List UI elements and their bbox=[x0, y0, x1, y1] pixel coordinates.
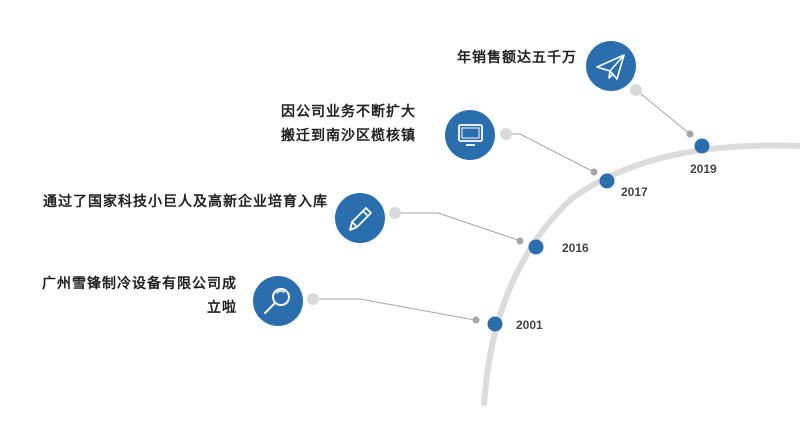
milestone-2001: 2001 bbox=[253, 276, 543, 332]
milestone-2019: 2019 bbox=[586, 41, 717, 176]
connector-end-dot bbox=[472, 316, 480, 324]
timeline-node bbox=[487, 316, 503, 332]
description-line: 年销售额达五千万 bbox=[457, 50, 577, 66]
milestone-2016-description: 通过了国家科技小巨人及高新企业培育入库 bbox=[43, 190, 328, 214]
icon-badge bbox=[253, 276, 303, 326]
year-label: 2019 bbox=[690, 162, 717, 176]
connector-line bbox=[506, 133, 593, 172]
icon-endpoint-dot bbox=[500, 128, 512, 140]
milestone-2017-description: 因公司业务不断扩大 搬迁到南沙区榄核镇 bbox=[281, 100, 416, 148]
connector-end-dot bbox=[590, 168, 598, 176]
icon-endpoint-dot bbox=[389, 207, 401, 219]
milestone-2001-description: 广州雪锋制冷设备有限公司成 立啦 bbox=[42, 272, 237, 320]
year-label: 2016 bbox=[562, 241, 589, 255]
year-label: 2017 bbox=[621, 185, 648, 199]
milestone-2017: 2017 bbox=[445, 110, 648, 199]
monitor-icon bbox=[458, 124, 483, 146]
pencil-icon bbox=[349, 207, 372, 231]
description-line: 立啦 bbox=[207, 300, 237, 316]
description-line: 广州雪锋制冷设备有限公司成 bbox=[42, 276, 237, 292]
icon-endpoint-dot bbox=[307, 293, 319, 305]
description-line: 因公司业务不断扩大 bbox=[281, 104, 416, 120]
description-line: 搬迁到南沙区榄核镇 bbox=[281, 128, 416, 144]
timeline-node bbox=[694, 138, 710, 154]
milestone-2019-description: 年销售额达五千万 bbox=[457, 46, 577, 70]
timeline-node bbox=[599, 173, 615, 189]
icon-badge bbox=[586, 41, 636, 91]
connector-end-dot bbox=[516, 237, 524, 245]
magnifier-icon bbox=[264, 288, 290, 314]
milestone-2016: 2016 bbox=[335, 193, 589, 255]
connector-line bbox=[635, 89, 691, 135]
timeline-node bbox=[528, 239, 544, 255]
icon-badge bbox=[445, 110, 495, 160]
icon-badge bbox=[335, 193, 385, 243]
connector-end-dot bbox=[686, 130, 694, 138]
paper-plane-icon bbox=[596, 54, 625, 80]
connector-line bbox=[313, 298, 476, 321]
year-label: 2001 bbox=[516, 318, 543, 332]
description-line: 通过了国家科技小巨人及高新企业培育入库 bbox=[43, 194, 328, 210]
connector-line bbox=[395, 212, 519, 241]
icon-endpoint-dot bbox=[630, 84, 642, 96]
